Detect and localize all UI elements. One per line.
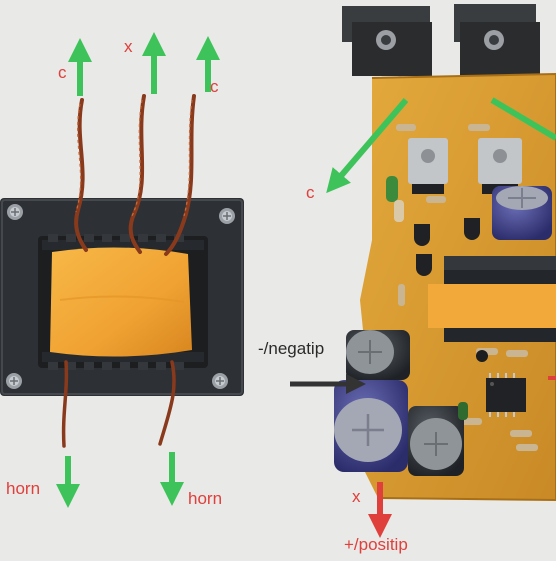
power-transistor bbox=[454, 4, 540, 112]
small-transistor bbox=[414, 224, 430, 246]
screw-icon bbox=[7, 204, 23, 220]
screw-icon bbox=[219, 208, 235, 224]
voltage-regulator bbox=[408, 138, 448, 194]
capacitor-dark bbox=[346, 330, 410, 380]
small-transistor bbox=[416, 254, 432, 276]
capacitor-dark bbox=[408, 406, 464, 476]
label-positip: +/positip bbox=[344, 535, 408, 554]
green-capacitor bbox=[386, 176, 398, 202]
voltage-regulator bbox=[478, 138, 522, 194]
label-negatip: -/negatip bbox=[258, 339, 325, 358]
label-c-right: c bbox=[210, 77, 219, 96]
small-transistor bbox=[464, 218, 480, 240]
wire-top bbox=[74, 94, 196, 256]
tape-winding bbox=[50, 247, 192, 357]
screw-icon bbox=[212, 373, 228, 389]
capacitor-blue-small bbox=[492, 186, 552, 240]
transformer bbox=[0, 94, 244, 448]
wire-bottom bbox=[61, 360, 176, 448]
small-capacitor bbox=[458, 402, 468, 420]
arrow-diagonal-icon bbox=[490, 97, 556, 141]
annotation-arrows bbox=[56, 31, 556, 538]
ic-chip bbox=[486, 373, 526, 417]
label-c-board: c bbox=[306, 183, 315, 202]
label-c-left: c bbox=[58, 63, 67, 82]
small-capacitor bbox=[476, 350, 488, 362]
board-transformer bbox=[428, 256, 556, 342]
capacitor-blue-large bbox=[334, 380, 408, 472]
power-transistor bbox=[342, 6, 432, 112]
label-horn-left: horn bbox=[6, 479, 41, 498]
amplifier-board bbox=[334, 4, 556, 502]
label-x-top: x bbox=[124, 37, 133, 56]
arrow-diagonal-icon bbox=[326, 98, 409, 194]
screw-icon bbox=[6, 373, 22, 389]
label-x-bottom: x bbox=[352, 487, 361, 506]
resistor bbox=[394, 124, 538, 451]
label-horn-right: horn bbox=[188, 489, 223, 508]
